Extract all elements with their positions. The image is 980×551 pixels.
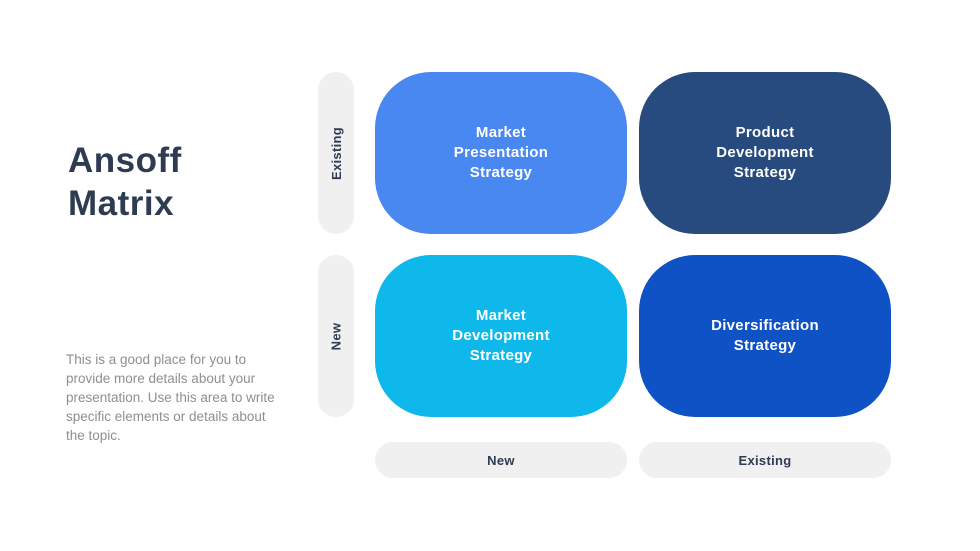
- page-title: Ansoff Matrix: [68, 141, 182, 224]
- col-axis-label-new: New: [487, 452, 515, 468]
- quadrant-diversification-label: Diversification Strategy: [711, 317, 819, 354]
- quadrant-product-development-label: Product Development Strategy: [716, 124, 814, 181]
- description-text: This is a good place for you to provide …: [66, 351, 275, 443]
- row-axis-label-new: New: [328, 322, 344, 350]
- quadrant-market-presentation-label: Market Presentation Strategy: [453, 124, 549, 181]
- row-axis-pill-existing: Existing: [318, 72, 354, 234]
- quadrant-market-presentation: Market Presentation Strategy: [375, 72, 627, 234]
- row-axis-label-existing: Existing: [328, 126, 344, 180]
- col-axis-pill-new: New: [375, 442, 627, 478]
- quadrant-product-development: Product Development Strategy: [639, 72, 891, 234]
- col-axis-pill-existing: Existing: [639, 442, 891, 478]
- quadrant-market-development-label: Market Development Strategy: [452, 307, 550, 364]
- quadrant-market-development: Market Development Strategy: [375, 255, 627, 417]
- quadrant-diversification: Diversification Strategy: [639, 255, 891, 417]
- col-axis-label-existing: Existing: [738, 452, 792, 468]
- row-axis-pill-new: New: [318, 255, 354, 417]
